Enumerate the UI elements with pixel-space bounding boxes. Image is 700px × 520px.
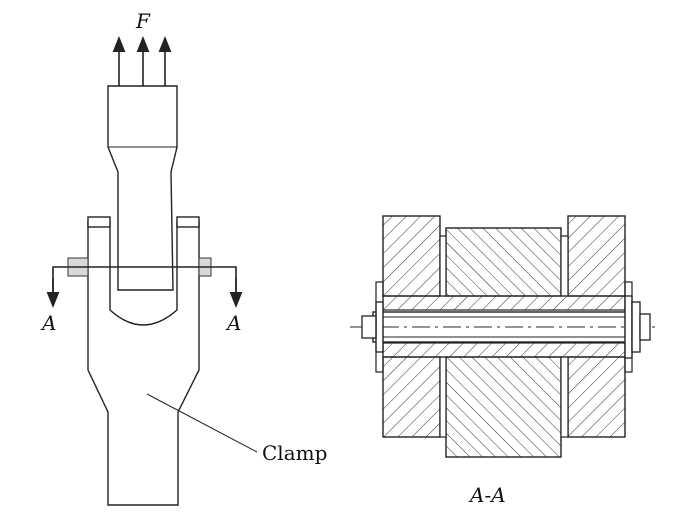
front-view: F A A Clamp — [40, 9, 327, 506]
force-label: F — [135, 9, 151, 33]
clamp-plate-left-top — [382, 215, 441, 297]
section-view: A-A — [350, 215, 655, 507]
clamp-plate-right-top — [567, 215, 626, 297]
bushing-bottom — [382, 342, 626, 358]
section-view-label: A-A — [468, 483, 506, 507]
bolt-head-left-section — [361, 315, 377, 339]
nut-right-section — [639, 313, 651, 341]
section-label-right: A — [225, 311, 241, 335]
clamp-plate-right-bottom — [567, 356, 626, 438]
specimen — [107, 85, 178, 291]
clamp-ear-right — [176, 216, 200, 228]
clamp-plate-left-bottom — [382, 356, 441, 438]
specimen-section-top — [445, 227, 562, 297]
washer-left — [375, 301, 384, 353]
clamp-leader-line — [146, 393, 258, 453]
washer-right — [624, 295, 633, 359]
clamp-label: Clamp — [262, 441, 327, 465]
bushing-top — [382, 295, 626, 311]
clamp-ear-left — [87, 216, 111, 228]
section-label-left: A — [40, 311, 56, 335]
specimen-section-bottom — [445, 356, 562, 458]
